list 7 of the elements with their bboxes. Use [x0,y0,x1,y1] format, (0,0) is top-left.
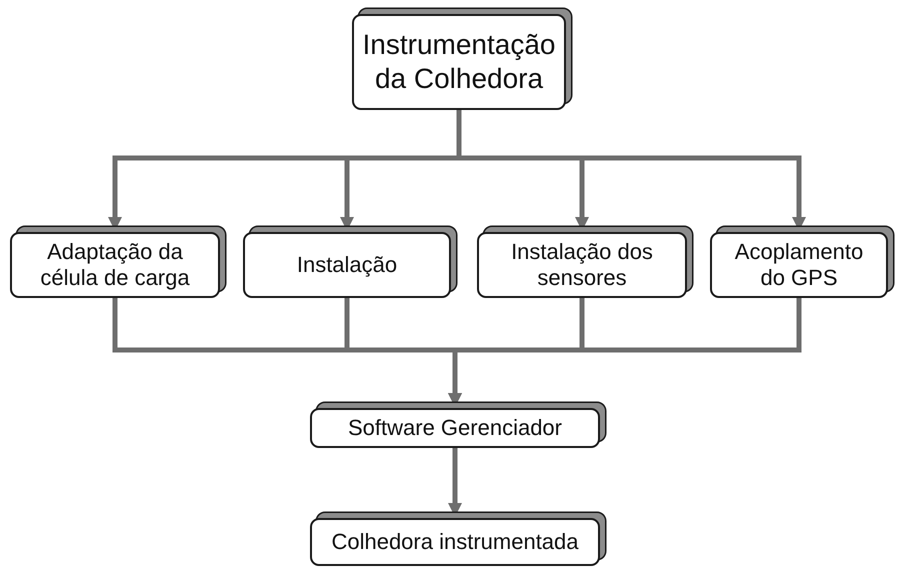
box-label: Instrumentação da Colhedora [362,28,556,96]
box-label: Adaptação da célula de carga [39,238,191,292]
box-label: Instalação [296,252,398,278]
box-label: Colhedora instrumentada [331,528,579,556]
box-label: Software Gerenciador [348,414,562,442]
box-label: Acoplamento do GPS [734,238,864,292]
box-label: Instalação dos sensores [510,238,654,292]
